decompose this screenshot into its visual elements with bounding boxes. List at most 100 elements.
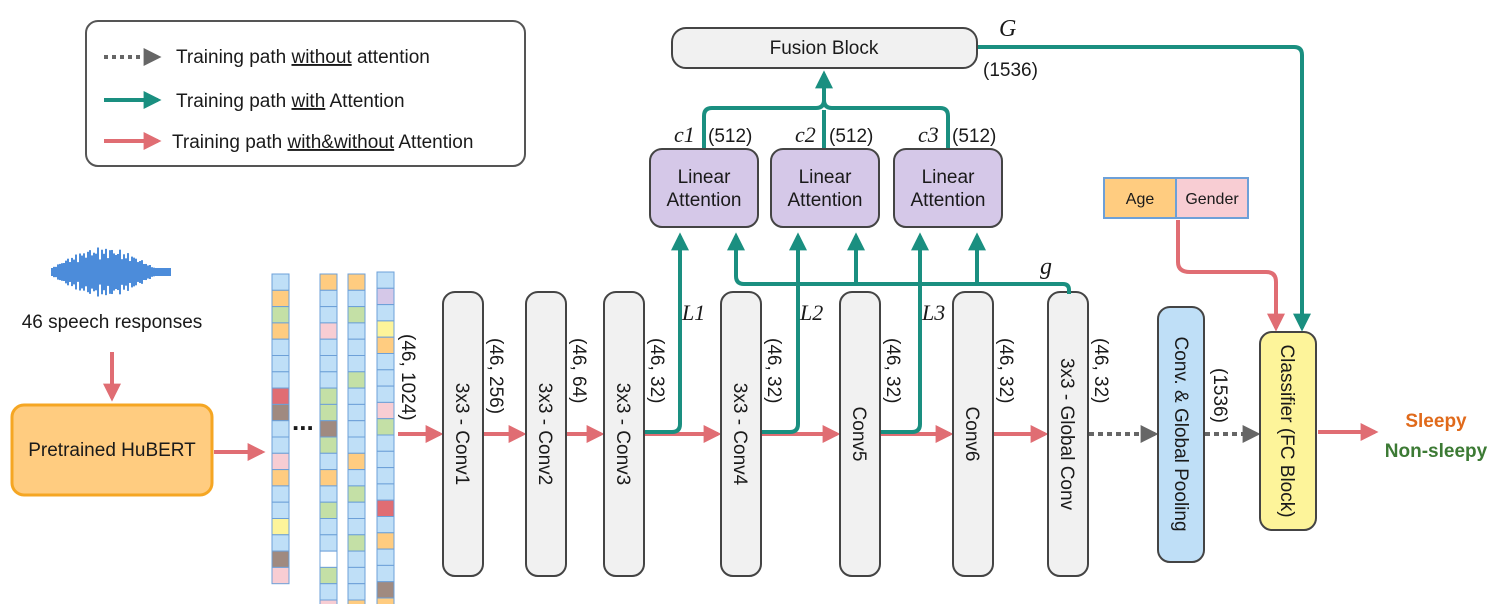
embedding-cell	[319, 306, 338, 324]
context-dim: (512)	[708, 126, 752, 147]
gender-label: Gender	[1185, 191, 1239, 208]
embedding-cell	[271, 566, 290, 585]
attention-label-line1: Linear	[678, 167, 731, 188]
attention-label-line2: Attention	[667, 190, 742, 211]
embedding-cell	[271, 501, 290, 520]
embedding-cell	[347, 338, 366, 357]
conv-box	[839, 291, 881, 577]
embedding-cell	[319, 485, 338, 503]
embedding-cell	[319, 436, 338, 454]
context-dim: (512)	[829, 126, 873, 147]
embedding-cell	[376, 336, 395, 355]
embedding-cell	[376, 320, 395, 338]
legend-wo-3: attention	[352, 47, 430, 68]
attention-box	[649, 148, 759, 228]
embedding-cell	[376, 353, 395, 371]
embedding-cell	[347, 501, 366, 520]
embedding-cell	[319, 583, 338, 601]
attention-label-line1: Linear	[799, 167, 852, 188]
conv-label: 3x3 - Conv2	[534, 383, 555, 485]
embedding-cell	[319, 534, 338, 552]
embedding-cell	[347, 387, 366, 405]
embedding-cell	[319, 387, 338, 405]
conv-box	[603, 291, 645, 577]
conv-block-1: 3x3 - Conv1 (46, 256)	[442, 291, 506, 577]
conv-output-shape: (46, 32)	[995, 338, 1016, 403]
embedding-cell	[376, 467, 395, 485]
conv-output-shape: (46, 32)	[1090, 338, 1111, 403]
legend-ww-u: with&without	[286, 132, 394, 153]
legend-wo-1: Training path	[176, 47, 291, 68]
embedding-cell	[271, 306, 290, 324]
legend-without-attention-text: Training path without attention	[176, 47, 430, 68]
embedding-cell	[376, 287, 395, 306]
audio-waveform-icon	[51, 247, 171, 297]
fusion-label: Fusion Block	[770, 38, 879, 59]
embedding-cell	[271, 289, 290, 308]
legend-wo-u: without	[290, 47, 352, 68]
conv-label: 3x3 - Global Conv	[1056, 358, 1077, 511]
conv-label: 3x3 - Conv1	[451, 383, 472, 485]
embedding-cell	[376, 581, 395, 599]
legend-with-and-without-text: Training path with&without Attention	[172, 132, 473, 153]
embedding-cell	[347, 518, 366, 536]
conv-output-shape: (46, 32)	[882, 338, 903, 403]
fusion-block: Fusion Block	[671, 27, 978, 69]
local-feature-symbol: L1	[681, 300, 705, 325]
branch-L2	[762, 232, 807, 434]
context-dim: (512)	[952, 126, 996, 147]
embedding-cell	[347, 306, 366, 324]
embedding-cell	[347, 371, 366, 389]
embedding-cell	[319, 469, 338, 487]
conv-output-shape: (46, 64)	[568, 338, 589, 403]
conv-label: Conv6	[961, 407, 982, 462]
embedding-cell	[347, 583, 366, 601]
embedding-cell	[271, 469, 290, 487]
conv-block-3: 3x3 - Conv3(46, 32)	[603, 291, 667, 577]
conv-block-5: Conv5(46, 32)	[839, 291, 903, 577]
embedding-cell	[319, 599, 338, 604]
embedding-cell	[271, 371, 290, 389]
conv-label: 3x3 - Conv3	[612, 383, 633, 485]
global-g-symbol: g	[1040, 254, 1052, 280]
embedding-cell	[271, 436, 290, 454]
context-symbol: c1	[674, 122, 695, 147]
conv-output-shape: (46, 32)	[763, 338, 784, 403]
hubert-label: Pretrained HuBERT	[28, 440, 196, 461]
legend-w-u: with	[290, 91, 325, 112]
pooling-dim: (1536)	[1209, 368, 1230, 423]
embedding-cell	[347, 485, 366, 503]
embedding-cell	[376, 516, 395, 534]
embedding-cell	[271, 485, 290, 503]
context-symbol: c2	[795, 122, 816, 147]
conv-output-shape: (46, 256)	[485, 338, 506, 414]
embedding-cell	[271, 518, 290, 536]
local-feature-symbol: L2	[799, 300, 823, 325]
demographics: Age Gender	[1103, 177, 1285, 332]
fusion-to-classifier	[978, 45, 1311, 332]
embedding-cell	[347, 566, 366, 585]
legend-with-attention-text: Training path with Attention	[176, 91, 405, 112]
pooling-label: Conv. & Global Pooling	[1170, 336, 1191, 531]
embedding-cell	[319, 338, 338, 357]
conv-box	[952, 291, 994, 577]
attention-blocks: LinearAttentionc1(512)L1LinearAttentionc…	[649, 122, 1003, 325]
embedding-cell	[271, 273, 290, 291]
attention-box	[770, 148, 880, 228]
embedding-cell	[347, 273, 366, 291]
embedding-cell	[347, 289, 366, 308]
classifier-label: Classifier (FC Block)	[1276, 344, 1297, 517]
hubert-block: Pretrained HuBERT	[10, 403, 214, 497]
embedding-cell	[376, 597, 395, 604]
embedding-cell	[376, 483, 395, 501]
embedding-cell	[319, 322, 338, 340]
embedding-cell	[319, 566, 338, 585]
embedding-cell	[347, 355, 366, 373]
embedding-cell	[376, 385, 395, 403]
embedding-cell	[376, 450, 395, 469]
speech-responses-caption: 46 speech responses	[22, 312, 203, 333]
embedding-cell	[319, 518, 338, 536]
embedding-cell	[319, 501, 338, 520]
